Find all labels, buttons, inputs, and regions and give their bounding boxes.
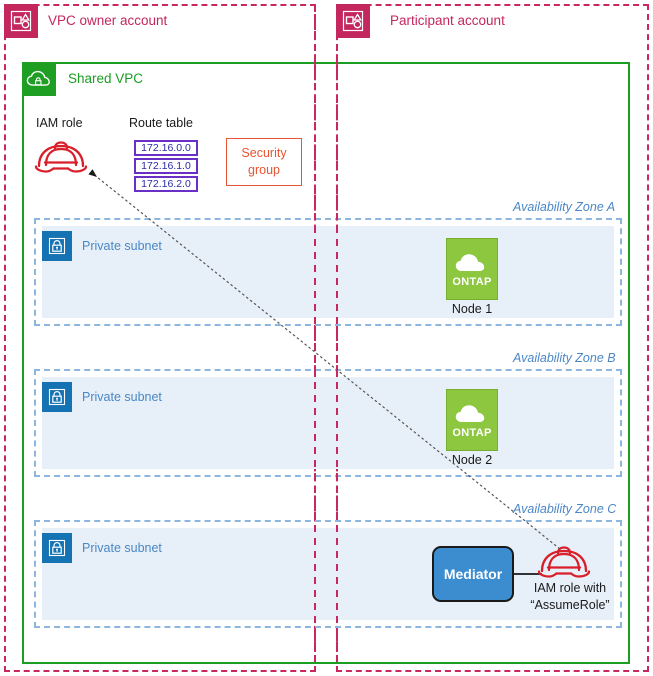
lock-icon: [48, 539, 66, 557]
assume-role-line1: IAM role with: [533, 581, 607, 595]
availability-zone-b-label: Availability Zone B: [513, 351, 616, 365]
security-group-box: Security group: [226, 138, 302, 186]
private-subnet-c-label: Private subnet: [82, 541, 162, 555]
cloud-lock-icon: [26, 70, 50, 86]
cloud-icon: [455, 253, 485, 271]
security-group-line2: group: [248, 163, 280, 177]
vpc-owner-account-label: VPC owner account: [48, 13, 168, 28]
shared-vpc-icon: [22, 62, 56, 96]
participant-account-icon: [336, 4, 370, 38]
route-table-entry: 172.16.1.0: [134, 158, 198, 174]
lock-icon: [48, 237, 66, 255]
mediator-iam-connector: [514, 573, 542, 575]
assume-role-label: IAM role with “AssumeRole”: [518, 580, 622, 614]
private-subnet-b-label: Private subnet: [82, 390, 162, 404]
hard-hat-icon: [34, 141, 88, 173]
route-table-entry: 172.16.2.0: [134, 176, 198, 192]
mediator-box: Mediator: [432, 546, 514, 602]
iam-role-title: IAM role: [36, 116, 83, 130]
ontap-node-1-icon: ONTAP: [446, 238, 498, 300]
shared-vpc-label: Shared VPC: [68, 71, 144, 86]
hard-hat-icon: [537, 546, 591, 578]
cloud-icon: [455, 404, 485, 422]
ontap-node-2-label: Node 2: [451, 453, 493, 467]
ontap-node-2-icon: ONTAP: [446, 389, 498, 451]
vpc-owner-account-icon: [4, 4, 38, 38]
availability-zone-a-label: Availability Zone A: [513, 200, 616, 214]
route-table-entry: 172.16.0.0: [134, 140, 198, 156]
private-subnet-a-label: Private subnet: [82, 239, 162, 253]
account-shapes-icon: [342, 10, 364, 32]
iam-role-hard-hat-icon: [32, 138, 90, 183]
private-subnet-a-icon: [42, 231, 72, 261]
private-subnet-b-icon: [42, 382, 72, 412]
assume-role-hard-hat-icon: [535, 543, 593, 588]
ontap-node-2-icon-text: ONTAP: [452, 426, 492, 439]
route-table-title: Route table: [129, 116, 193, 130]
account-shapes-icon: [10, 10, 32, 32]
private-subnet-c-icon: [42, 533, 72, 563]
shared-vpc-boundary: [22, 62, 630, 664]
lock-icon: [48, 388, 66, 406]
availability-zone-c-label: Availability Zone C: [513, 502, 617, 516]
ontap-node-1-icon-text: ONTAP: [452, 275, 492, 288]
ontap-node-1-label: Node 1: [451, 302, 493, 316]
security-group-line1: Security: [241, 146, 287, 160]
participant-account-label: Participant account: [390, 13, 505, 28]
assume-role-line2: “AssumeRole”: [530, 598, 610, 612]
